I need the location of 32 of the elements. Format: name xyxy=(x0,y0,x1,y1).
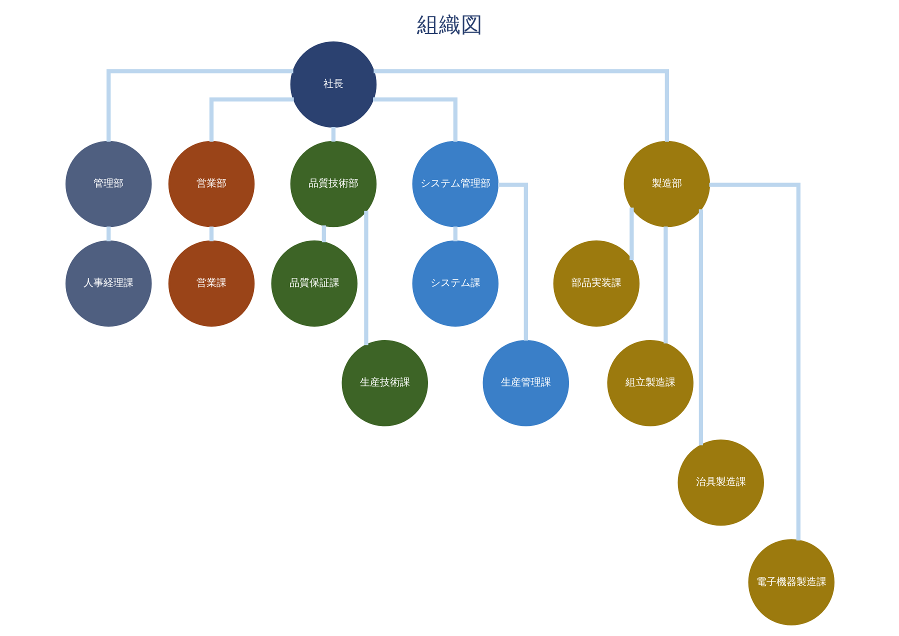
connector xyxy=(373,69,668,142)
connector xyxy=(330,126,336,142)
node-circle: 生産技術課 xyxy=(341,340,428,426)
node-circle: システム課 xyxy=(412,240,498,327)
connector xyxy=(663,226,668,344)
connector xyxy=(452,226,457,242)
node-circle: 営業課 xyxy=(168,240,254,327)
connector xyxy=(498,182,528,341)
node-circle: 製造部 xyxy=(623,140,710,228)
connector xyxy=(372,97,457,142)
connector xyxy=(208,226,214,242)
node-circle: システム管理部 xyxy=(412,140,498,228)
connector xyxy=(208,97,294,142)
node-circle: 管理部 xyxy=(65,140,152,228)
diagram-title: 組織図 xyxy=(416,13,482,38)
node-circle: 人事経理課 xyxy=(65,240,152,327)
node-circle: 電子機器製造課 xyxy=(748,539,834,626)
node-circle: 社長 xyxy=(290,41,376,128)
node-circle: 部品実装課 xyxy=(552,240,640,327)
connector xyxy=(708,182,800,540)
connector xyxy=(106,69,293,142)
node-circle: 品質技術部 xyxy=(290,140,376,228)
connector xyxy=(698,209,703,446)
connector xyxy=(364,210,368,346)
connector xyxy=(106,226,110,242)
connector xyxy=(629,208,634,260)
node-circle: 営業部 xyxy=(168,140,254,228)
node-circle: 治具製造課 xyxy=(677,440,764,526)
node-circle: 生産管理課 xyxy=(482,340,569,426)
node-circle: 組立製造課 xyxy=(606,340,693,426)
connector xyxy=(321,225,326,242)
node-circle: 品質保証課 xyxy=(270,240,357,327)
